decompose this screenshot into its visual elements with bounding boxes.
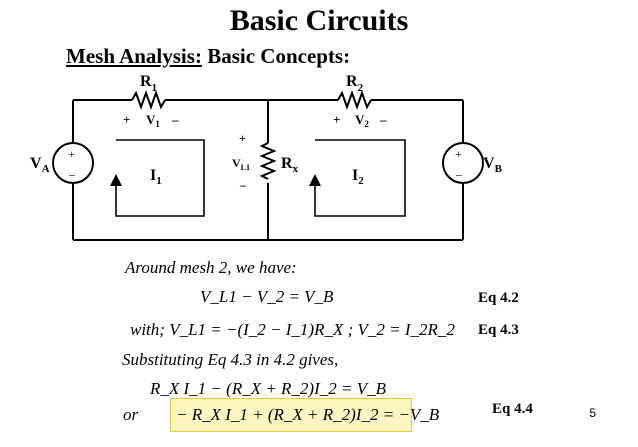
page-title: Basic Circuits (229, 4, 409, 37)
vb-plus: + (455, 147, 462, 161)
v2-plus: + (333, 112, 340, 127)
equation-or: or (123, 405, 139, 424)
page-number: 5 (589, 406, 596, 420)
resistor-r1 (131, 90, 166, 110)
v1-plus: + (123, 112, 130, 127)
label-v2: V2 (355, 112, 369, 129)
resistor-r2 (337, 90, 372, 110)
equation-line-4: Substituting Eq 4.3 in 4.2 gives, (122, 350, 339, 369)
subtitle: Mesh Analysis: Basic Concepts: (66, 44, 350, 69)
source-va (52, 142, 94, 184)
equation-line-3: with; V_L1 = −(I_2 − I_1)R_X ; V_2 = I_2… (130, 320, 455, 339)
circuit-diagram: R1 R2 + V1 – + V2 – + VL1 – Rx I1 I2 VA … (30, 73, 503, 241)
subtitle-topic: Mesh Analysis: (66, 44, 202, 68)
va-plus: + (68, 147, 75, 161)
vl1-plus: + (239, 131, 246, 145)
eq-label-4-2: Eq 4.2 (478, 290, 519, 306)
eq-label-4-3: Eq 4.3 (478, 322, 519, 338)
subtitle-concepts: Basic Concepts: (207, 44, 351, 68)
mesh-arrow-1 (110, 174, 122, 186)
label-vb: VB (483, 155, 503, 175)
equation-line-1: Around mesh 2, we have: (125, 258, 297, 277)
label-va: VA (30, 155, 50, 175)
mesh-loop-2 (314, 139, 406, 217)
label-i2: I2 (352, 167, 364, 187)
label-r1: R1 (140, 73, 157, 94)
label-vl1: VL1 (232, 156, 250, 172)
resistor-rx (259, 142, 277, 180)
label-r2: R2 (346, 73, 364, 94)
highlight-box (170, 398, 412, 432)
va-minus: – (68, 167, 76, 181)
vb-minus: – (455, 167, 463, 181)
eq-label-4-4: Eq 4.4 (492, 401, 533, 417)
label-rx: Rx (281, 155, 299, 175)
v1-minus: – (171, 112, 179, 127)
label-i1: I1 (150, 167, 162, 187)
equation-line-5: R_X I_1 − (R_X + R_2)I_2 = V_B (150, 379, 386, 398)
source-vb (442, 142, 484, 184)
mesh-loop-1 (115, 139, 205, 217)
equation-line-6: − R_X I_1 + (R_X + R_2)I_2 = −V_B (176, 405, 440, 424)
equation-line-2: V_L1 − V_2 = V_B (200, 287, 334, 306)
v2-minus: – (379, 112, 387, 127)
mesh-arrow-2 (309, 174, 321, 186)
label-v1: V1 (146, 112, 160, 129)
vl1-minus: – (239, 178, 247, 192)
